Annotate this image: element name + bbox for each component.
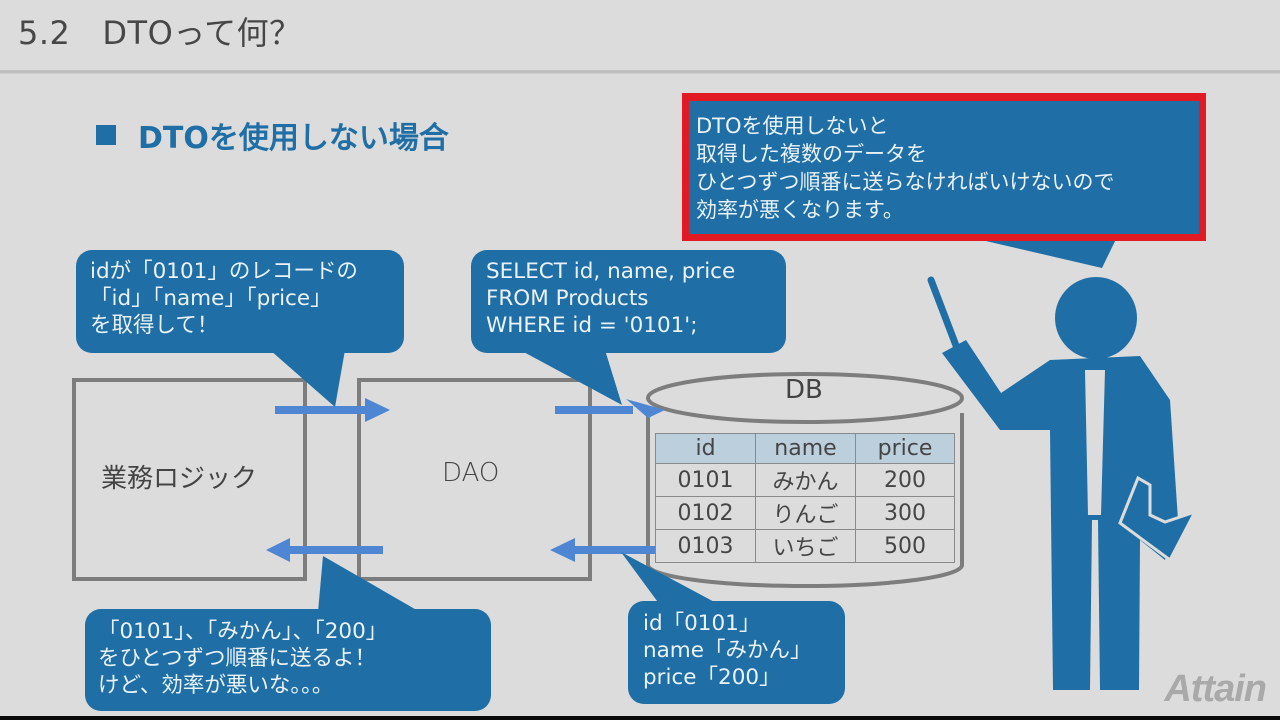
slide-title: 5.2 DTOって何？ (18, 8, 302, 54)
request-callout (76, 250, 404, 407)
products-table: id name price 0101 みかん 200 0102 りんご 300 … (655, 433, 955, 563)
table-row: 0103 いちご 500 (655, 529, 955, 563)
attain-logo: Attain (1164, 668, 1267, 710)
cell-id: 0101 (655, 463, 756, 497)
section-number: 5.2 (18, 14, 71, 52)
cell-price: 200 (855, 463, 955, 497)
dao-box (357, 378, 592, 581)
send-back-callout-text: 「0101」、「みかん」、「200」 をひとつずつ順番に送るよ！ けど、効率が悪… (98, 619, 388, 698)
sql-callout (471, 250, 786, 405)
teacher-callout (682, 93, 1206, 268)
table-row: 0102 りんご 300 (655, 496, 955, 530)
cell-name: いちご (755, 529, 856, 563)
request-callout-text: idが「0101」のレコードの 「id」「name」「price」 を取得して！ (90, 259, 358, 338)
column-header-name: name (755, 433, 856, 464)
cell-id: 0102 (655, 496, 756, 530)
return-arrow-icon (266, 538, 383, 562)
section-title: DTOって何？ (102, 14, 302, 52)
square-bullet-icon (96, 125, 116, 145)
table-header-row: id name price (655, 433, 955, 464)
cell-name: りんご (755, 496, 856, 530)
db-result-callout-text: id「0101」 name「みかん」 price「200」 (643, 611, 812, 690)
table-row: 0101 みかん 200 (655, 463, 955, 497)
cell-price: 500 (855, 529, 955, 563)
db-return-arrow-icon (550, 538, 671, 562)
slide-subtitle: DTOを使用しない場合 (96, 113, 449, 157)
sql-arrow-icon (555, 399, 665, 418)
business-logic-box (72, 378, 307, 581)
slide-header: 5.2 DTOって何？ (0, 0, 1280, 70)
bottom-bar (0, 716, 1280, 720)
request-arrow-icon (275, 398, 390, 422)
cell-name: みかん (755, 463, 856, 497)
subtitle-text: DTOを使用しない場合 (138, 121, 449, 156)
column-header-id: id (655, 433, 756, 464)
header-divider (0, 70, 1280, 74)
dao-label: DAO (442, 458, 500, 488)
sql-callout-text: SELECT id, name, price FROM Products WHE… (486, 259, 736, 338)
db-label: DB (785, 375, 823, 405)
arrows (266, 398, 671, 562)
send-back-callout (85, 556, 491, 711)
teacher-callout-text: DTOを使用しないと 取得した複数のデータを ひとつずつ順番に送らなければいけな… (696, 114, 1115, 222)
cell-id: 0103 (655, 529, 756, 563)
cell-price: 300 (855, 496, 955, 530)
column-header-price: price (855, 433, 955, 464)
leg-gap (1092, 520, 1098, 690)
business-logic-label: 業務ロジック (101, 464, 258, 494)
db-result-callout (621, 552, 845, 704)
teacher-figure-icon (927, 276, 1199, 690)
